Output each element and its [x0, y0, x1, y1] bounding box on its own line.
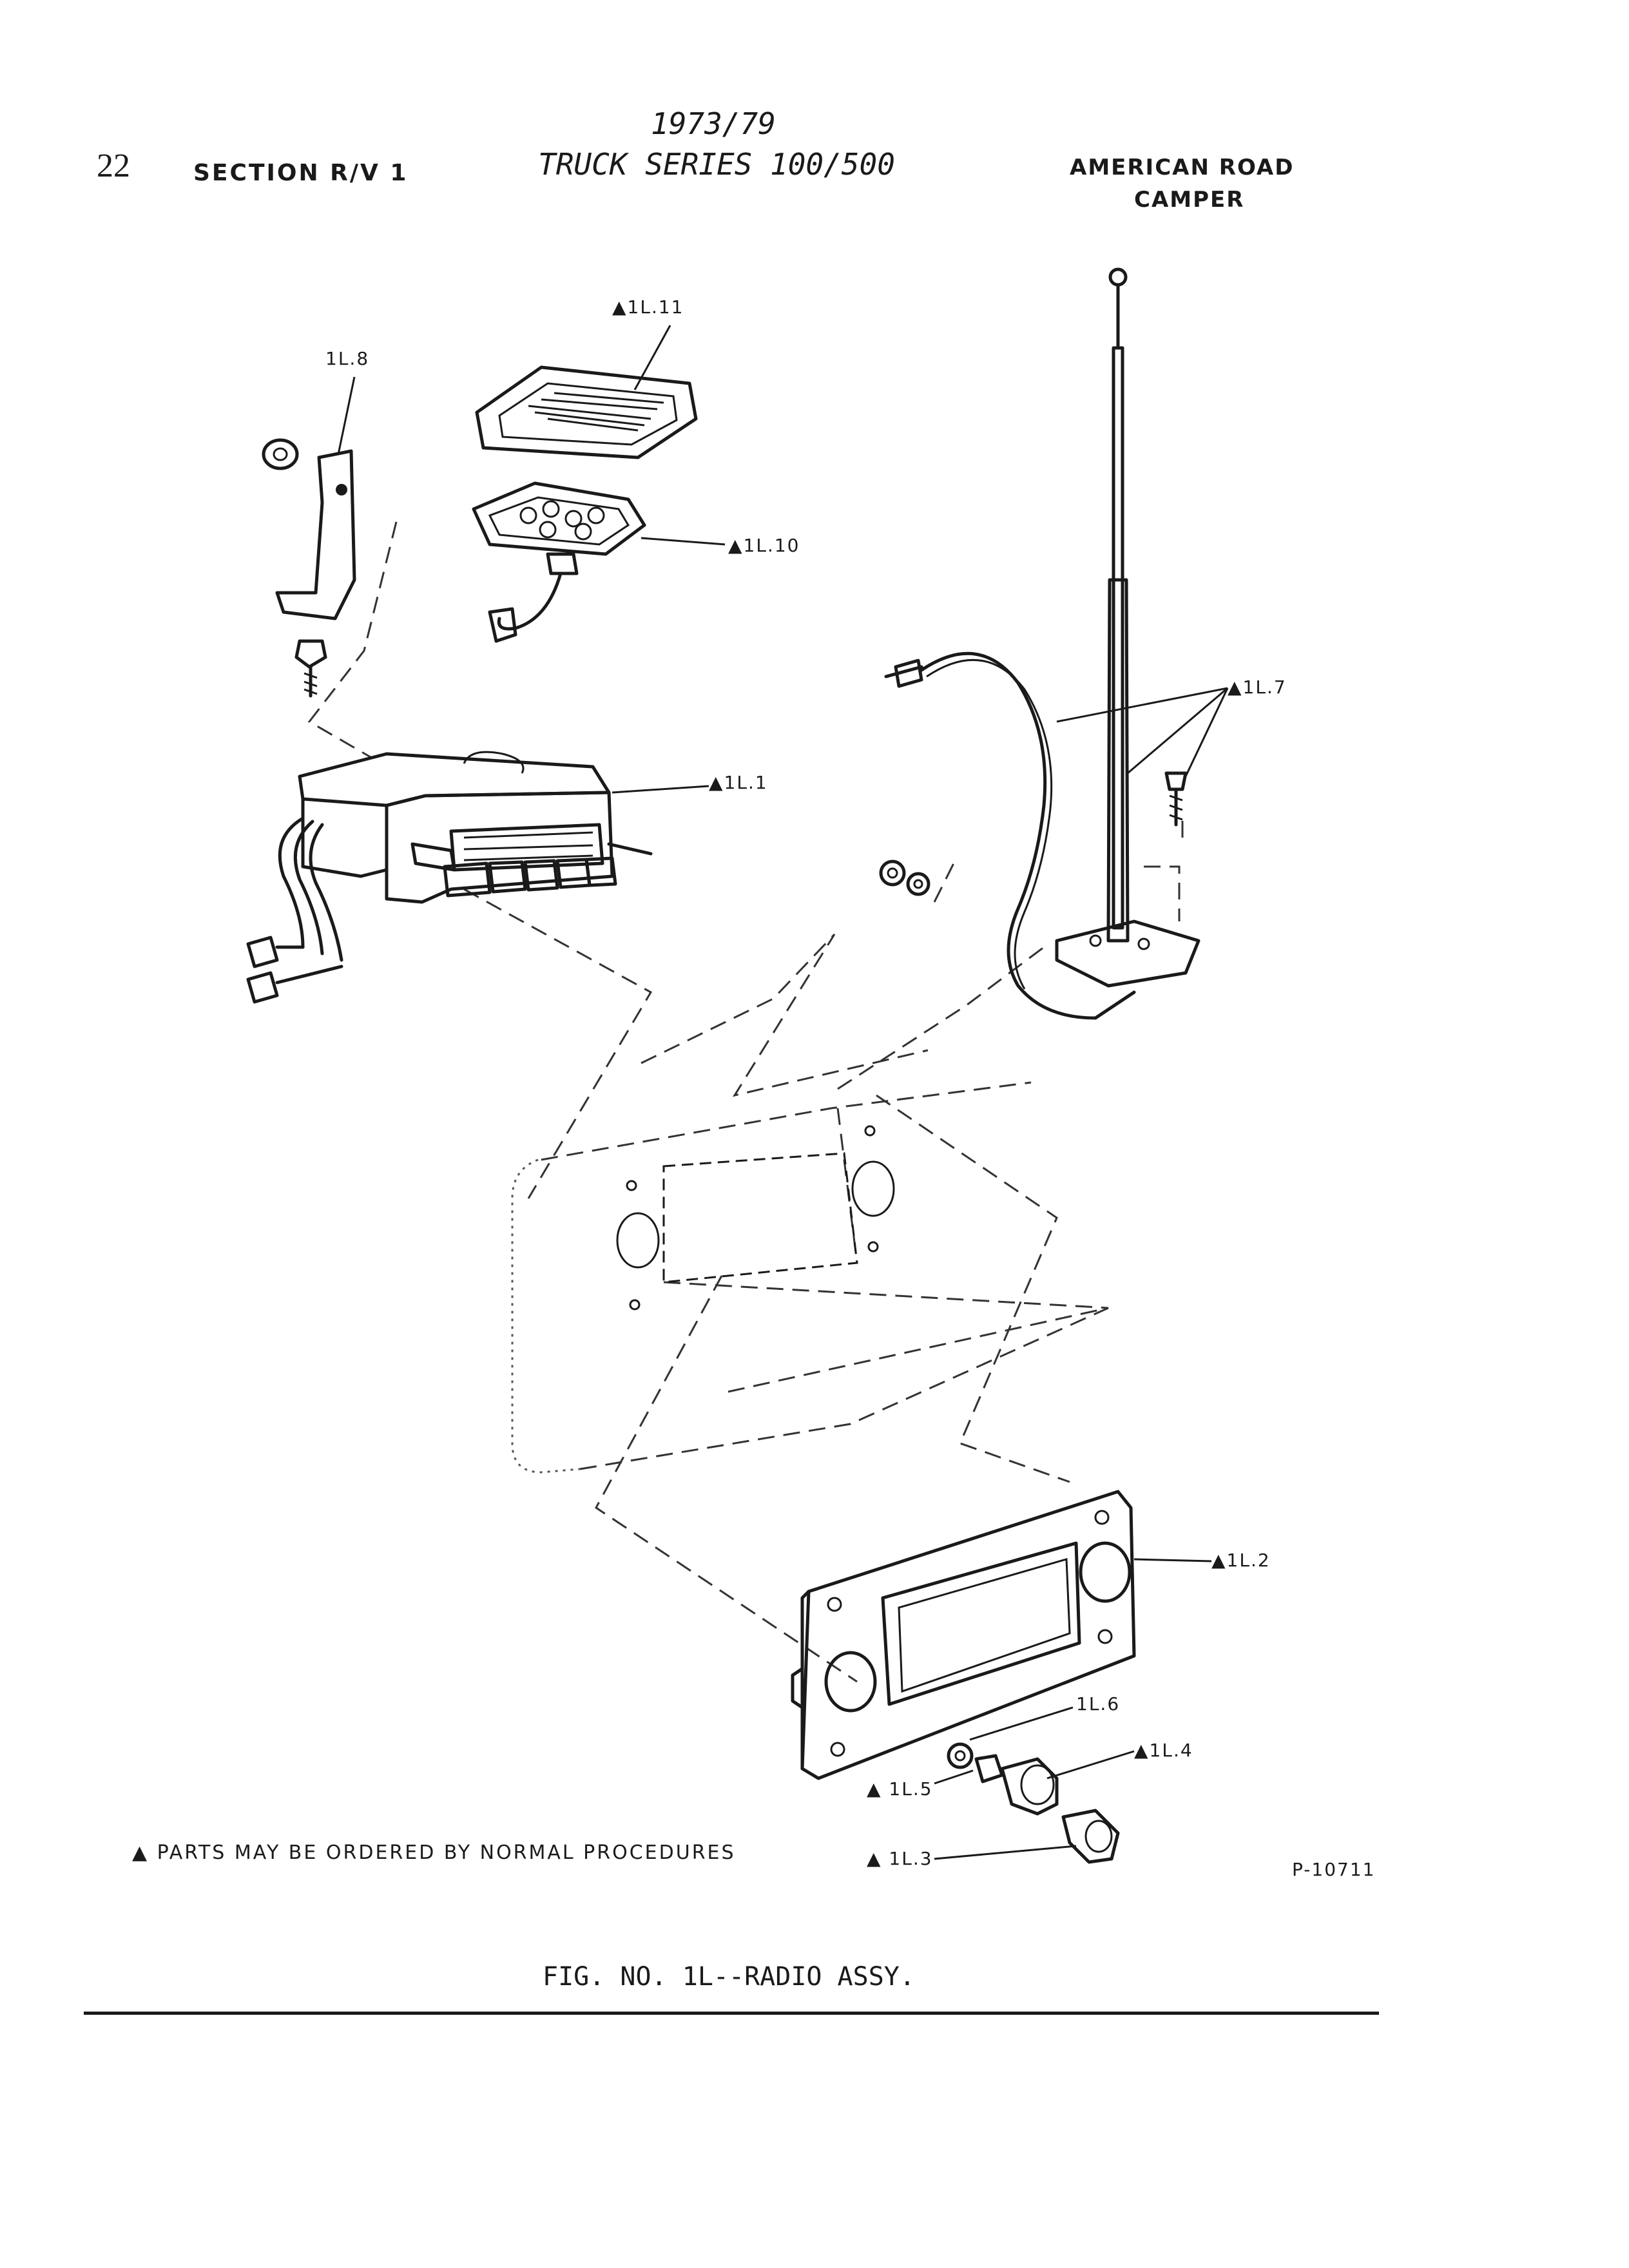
- callout-1l-4: ▲1L.4: [1134, 1740, 1193, 1761]
- mounting-bracket: [262, 438, 356, 698]
- callout-1l-7: ▲1L.7: [1228, 677, 1287, 698]
- instrument-panel-phantom: [511, 1081, 1109, 1474]
- caption-rule: [84, 2012, 1379, 2015]
- publication-name-line1: AMERICAN ROAD: [1070, 155, 1295, 180]
- antenna: [884, 267, 1200, 1020]
- callout-1l-6: 1L.6: [1076, 1693, 1121, 1715]
- speaker: [472, 481, 646, 643]
- leader-lines: [337, 325, 1229, 1860]
- radio-bezel: [791, 1490, 1136, 1780]
- knob-hardware: [947, 1742, 1120, 1864]
- speaker-grille: [475, 365, 698, 459]
- callout-1l-2: ▲1L.2: [1211, 1550, 1271, 1571]
- radio-receiver: [246, 751, 653, 1004]
- page-number: 22: [97, 148, 130, 184]
- ordering-note: ▲ PARTS MAY BE ORDERED BY NORMAL PROCEDU…: [132, 1841, 736, 1864]
- section-label: SECTION R/V 1: [193, 160, 409, 186]
- callout-1l-11: ▲1L.11: [612, 296, 684, 318]
- publication-name-line2: CAMPER: [1134, 187, 1245, 213]
- truck-series-title: TRUCK SERIES 100/500: [538, 147, 895, 182]
- callout-1l-5: ▲ 1L.5: [867, 1778, 933, 1800]
- callout-1l-10: ▲1L.10: [728, 535, 800, 556]
- plate-number: P-10711: [1292, 1859, 1376, 1880]
- alignment-lines: [307, 521, 1184, 1683]
- callout-1l-3: ▲ 1L.3: [867, 1848, 933, 1869]
- model-years: 1973/79: [651, 106, 776, 141]
- callout-1l-8: 1L.8: [325, 348, 370, 369]
- antenna-nuts: [879, 860, 930, 896]
- callout-1l-1: ▲1L.1: [709, 772, 768, 793]
- figure-caption: FIG. NO. 1L--RADIO ASSY.: [543, 1962, 915, 1992]
